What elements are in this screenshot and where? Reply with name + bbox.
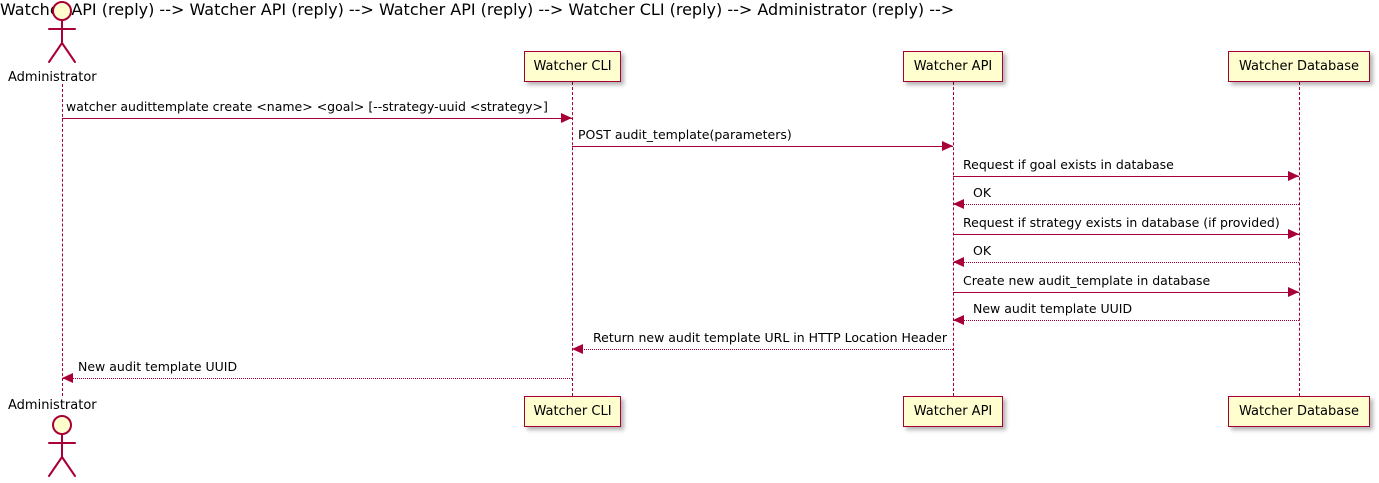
participant-box-watcher-database-bottom[interactable]: Watcher Database <box>1228 396 1370 427</box>
participant-label-watcher-api: Watcher API <box>913 59 993 74</box>
message-4-label: OK <box>973 184 992 200</box>
participant-box-watcher-cli-bottom[interactable]: Watcher CLI <box>524 396 621 427</box>
message-2-label: POST audit_template(parameters) <box>578 126 792 142</box>
message-5-label: Request if strategy exists in database (… <box>963 214 1280 230</box>
message-10-line <box>62 378 572 379</box>
message-10-arrowhead-left <box>62 373 73 383</box>
message-8-label: New audit template UUID <box>973 300 1133 316</box>
actor-administrator-top-label: Administrator <box>8 70 97 85</box>
message-7-arrowhead-right <box>1288 287 1299 297</box>
participant-label-watcher-cli: Watcher CLI <box>533 59 612 74</box>
actor-administrator-bottom-label: Administrator <box>8 398 97 413</box>
message-9-line <box>572 349 953 350</box>
participant-label-watcher-database: Watcher Database <box>1239 59 1359 74</box>
message-7-label: Create new audit_template in database <box>963 272 1211 288</box>
message-9-arrowhead-left <box>572 344 583 354</box>
message-3-arrowhead-right <box>1288 171 1299 181</box>
message-2-arrowhead-right <box>942 141 953 151</box>
message-5-line <box>953 234 1299 235</box>
participant-box-watcher-cli-top[interactable]: Watcher CLI <box>524 51 621 82</box>
lifeline-administrator <box>62 84 63 396</box>
message-5-arrowhead-right <box>1288 229 1299 239</box>
message-8-line <box>953 320 1299 321</box>
message-1-line <box>62 118 572 119</box>
message-1-arrowhead-right <box>561 113 572 123</box>
message-3-line <box>953 176 1299 177</box>
message-6-label: OK <box>973 242 992 258</box>
message-10-label: New audit template UUID <box>78 358 238 374</box>
participant-box-watcher-api-top[interactable]: Watcher API <box>903 51 1003 82</box>
message-1-label: watcher audittemplate create <name> <goa… <box>66 98 548 114</box>
message-4-arrowhead-left <box>953 199 964 209</box>
message-8-arrowhead-left <box>953 315 964 325</box>
participant-box-watcher-database-top[interactable]: Watcher Database <box>1228 51 1370 82</box>
lifeline-watcher-cli <box>572 82 573 396</box>
message-6-arrowhead-left <box>953 257 964 267</box>
participant-label-watcher-database: Watcher Database <box>1239 404 1359 419</box>
lifeline-watcher-database <box>1299 82 1300 396</box>
actor-administrator-bottom <box>48 415 76 477</box>
message-3-label: Request if goal exists in database <box>963 156 1174 172</box>
message-7-line <box>953 292 1299 293</box>
message-9-label: Return new audit template URL in HTTP Lo… <box>593 329 947 345</box>
message-4-line <box>953 204 1299 205</box>
message-2-line <box>572 146 953 147</box>
participant-label-watcher-api: Watcher API <box>913 404 993 419</box>
participant-box-watcher-api-bottom[interactable]: Watcher API <box>903 396 1003 427</box>
participant-label-watcher-cli: Watcher CLI <box>533 404 612 419</box>
actor-administrator-top <box>48 1 76 63</box>
lifeline-watcher-api <box>953 82 954 396</box>
message-6-line <box>953 262 1299 263</box>
